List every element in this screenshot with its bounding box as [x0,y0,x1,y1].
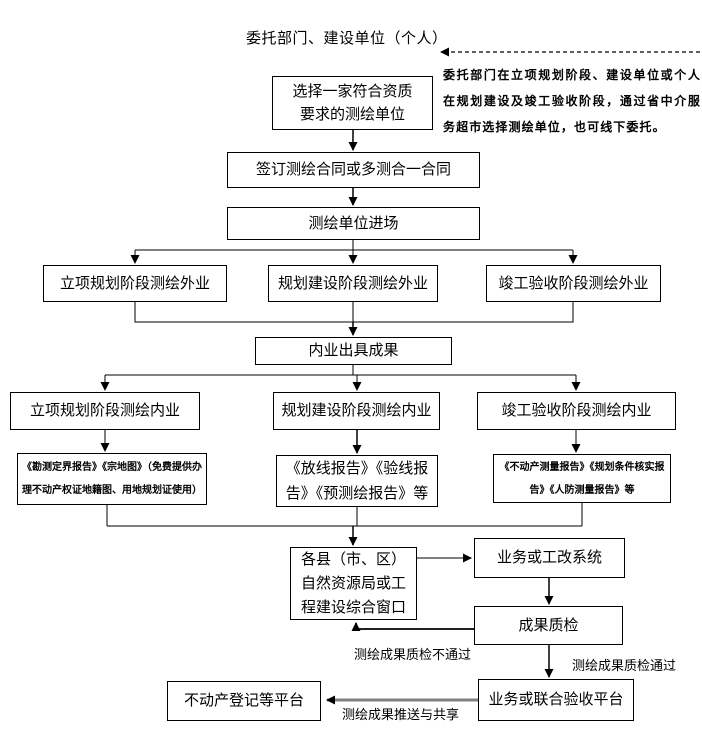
node-report-lixiang: 《勘测定界报告》《宗地图》（免费提供办理不动产权证地籍图、用地规划证使用） [17,453,207,505]
node-indoor-results: 内业出具成果 [255,337,452,365]
merge-line-report [106,503,583,527]
node-unit-enter: 测绘单位进场 [227,207,480,240]
node-realestate-platform: 不动产登记等平台 [167,681,321,721]
node-gongai-system: 业务或工改系统 [474,538,625,578]
node-sign-contract: 签订测绘合同或多测合一合同 [227,152,480,188]
label-check-pass: 测绘成果质检通过 [572,658,677,673]
chart-title: 委托部门、建设单位（个人） [246,30,448,47]
branch-line-field [135,240,573,251]
label-share: 测绘成果推送与共享 [342,707,460,722]
node-field-lixiang: 立项规划阶段测绘外业 [43,265,227,302]
node-county-window: 各县（市、区） 自然资源局或工 程建设综合窗口 [290,547,417,620]
arrow-check-fail-back [351,622,474,631]
node-quality-check: 成果质检 [474,606,623,645]
label-check-fail: 测绘成果质检不通过 [354,647,472,662]
delegation-note: 委托部门在立项规划阶段、建设单位或个人在规划建设及竣工验收阶段，通过省中介服务超… [443,68,701,134]
node-report-guihua: 《放线报告》《验线报告》《预测绘报告》等 [276,455,438,507]
node-field-jungong: 竣工验收阶段测绘外业 [486,265,661,302]
node-select-unit: 选择一家符合资质 要求的测绘单位 [272,76,433,130]
node-report-jungong: 《不动产测量报告》《规划条件核实报告》《人防测量报告》等 [493,454,671,503]
node-indoor-jungong: 竣工验收阶段测绘内业 [477,392,676,430]
node-field-guihua: 规划建设阶段测绘外业 [268,265,438,302]
node-joint-acceptance-platform: 业务或联合验收平台 [478,679,634,721]
merge-line-field [134,302,574,323]
node-indoor-guihua: 规划建设阶段测绘内业 [273,392,440,430]
node-indoor-lixiang: 立项规划阶段测绘内业 [10,392,200,430]
